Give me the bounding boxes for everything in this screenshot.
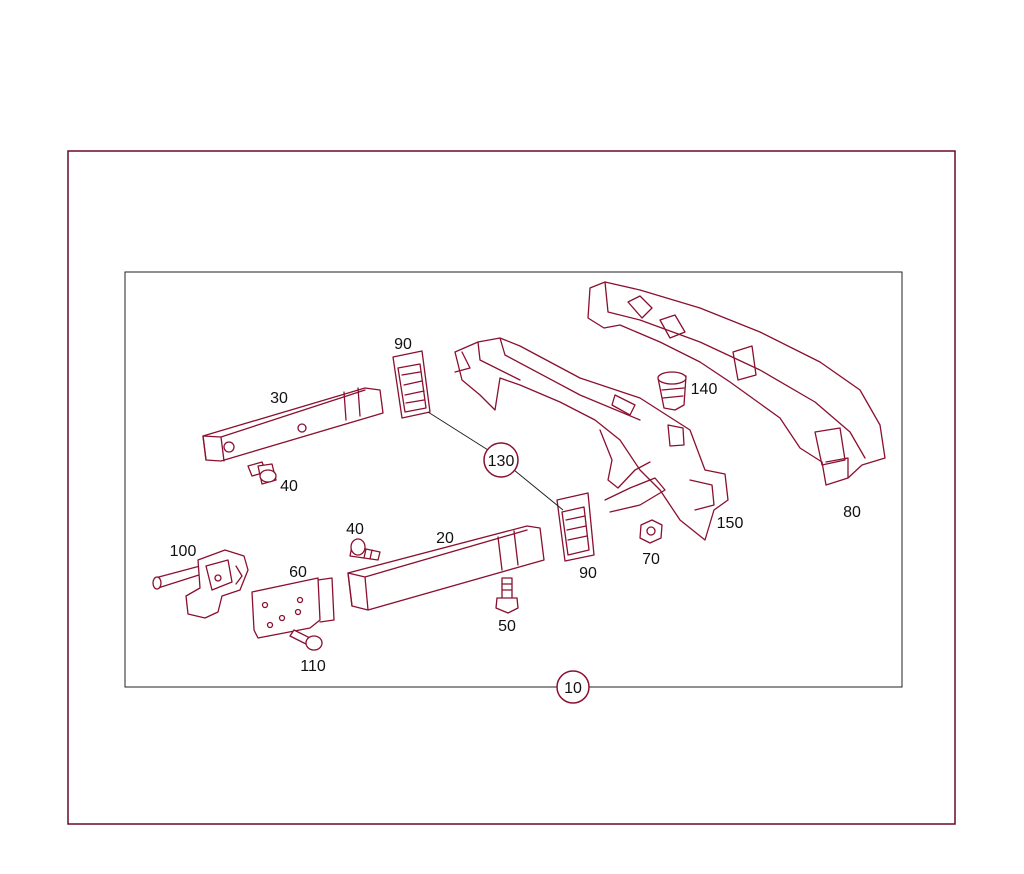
carrier-wiring-150[interactable] (454, 337, 729, 541)
callout-10[interactable]: 10 (556, 670, 590, 704)
label-50: 50 (498, 618, 516, 635)
callout-130-label: 130 (488, 453, 515, 470)
callout-10-label: 10 (564, 680, 582, 697)
inner-frame (124, 271, 903, 688)
label-140: 140 (691, 381, 718, 398)
crossmember-right-20[interactable] (347, 525, 545, 611)
cover-lower-90[interactable] (556, 492, 595, 562)
label-80: 80 (843, 504, 861, 521)
label-40-upper: 40 (280, 478, 298, 495)
bolt-40-upper[interactable] (247, 461, 277, 485)
label-100: 100 (170, 543, 197, 560)
crossmember-left-30[interactable] (202, 387, 384, 462)
label-40-lower: 40 (346, 521, 364, 538)
cover-upper-90[interactable] (392, 350, 431, 419)
label-20: 20 (436, 530, 454, 547)
sensor-bracket-100[interactable] (152, 549, 249, 619)
mounting-plate-60[interactable] (251, 577, 335, 639)
bolt-40-lower[interactable] (349, 538, 381, 561)
bolt-50[interactable] (495, 577, 519, 614)
outer-frame (67, 150, 956, 825)
nut-70[interactable] (639, 519, 663, 544)
label-90-lower: 90 (579, 565, 597, 582)
callout-130[interactable]: 130 (483, 442, 519, 478)
label-70: 70 (642, 551, 660, 568)
label-150: 150 (717, 515, 744, 532)
socket-140[interactable] (657, 371, 687, 411)
label-60: 60 (289, 564, 307, 581)
label-30: 30 (270, 390, 288, 407)
bumper-absorber-80[interactable] (587, 281, 886, 486)
label-110: 110 (300, 658, 326, 675)
label-90-upper: 90 (394, 336, 412, 353)
bolt-110[interactable] (289, 629, 323, 651)
